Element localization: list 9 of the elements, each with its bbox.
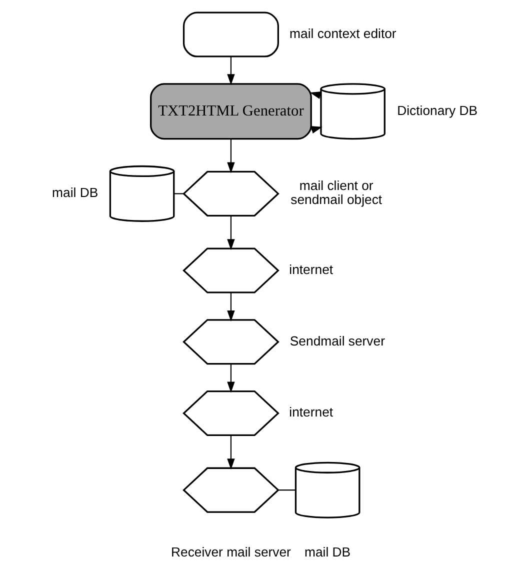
node-label: internet bbox=[289, 404, 334, 420]
node-label: mail client or sendmail object bbox=[290, 178, 382, 208]
node-label: internet bbox=[289, 262, 334, 277]
node-label: mail context editor bbox=[290, 26, 396, 41]
node-label: mail DB bbox=[52, 185, 98, 200]
node-label: Receiver mail server bbox=[171, 544, 291, 560]
node-label: Sendmail server bbox=[290, 333, 385, 348]
node-label: mail DB bbox=[304, 544, 351, 560]
node-label: Dictionary DB bbox=[397, 102, 478, 118]
